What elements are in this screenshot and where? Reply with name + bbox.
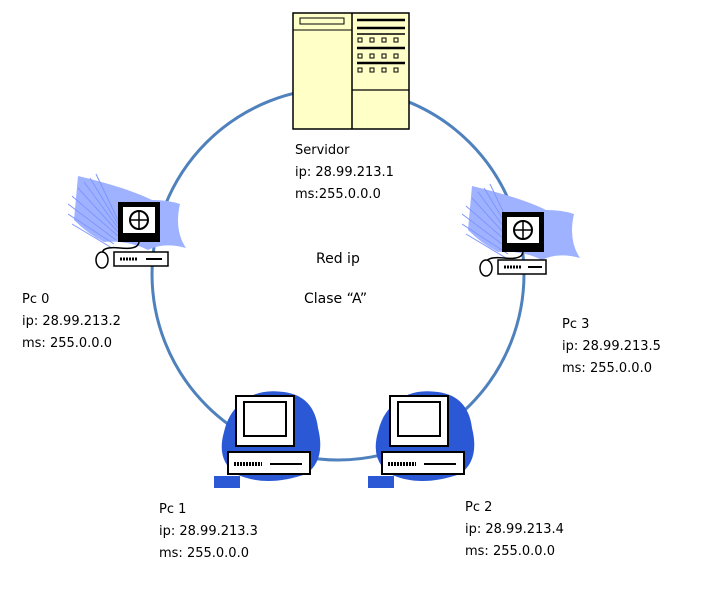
pc3-label: Pc 3 ip: 28.99.213.5 ms: 255.0.0.0 bbox=[562, 314, 661, 380]
desktop-computer-icon bbox=[214, 391, 321, 488]
network-class: Clase “A” bbox=[304, 291, 368, 307]
server-mask: ms:255.0.0.0 bbox=[295, 187, 381, 202]
pc1-ip: ip: 28.99.213.3 bbox=[159, 524, 258, 539]
server-ip: ip: 28.99.213.1 bbox=[295, 165, 394, 180]
pc0-name: Pc 0 bbox=[22, 292, 50, 307]
network-title: Red ip bbox=[316, 251, 360, 267]
pc1-mask: ms: 255.0.0.0 bbox=[159, 546, 249, 561]
pc2-mask: ms: 255.0.0.0 bbox=[465, 544, 555, 559]
pc0-ip: ip: 28.99.213.2 bbox=[22, 314, 121, 329]
pc2-ip: ip: 28.99.213.4 bbox=[465, 522, 564, 537]
workstation-network-icon bbox=[462, 183, 580, 277]
server-tower-icon bbox=[292, 12, 410, 130]
server-name: Servidor bbox=[295, 143, 350, 158]
server-label: Servidor ip: 28.99.213.1 ms:255.0.0.0 bbox=[295, 140, 394, 206]
pc3-name: Pc 3 bbox=[562, 317, 590, 332]
pc1-name: Pc 1 bbox=[159, 502, 187, 517]
desktop-computer-icon bbox=[368, 391, 475, 488]
pc3-mask: ms: 255.0.0.0 bbox=[562, 361, 652, 376]
pc2-label: Pc 2 ip: 28.99.213.4 ms: 255.0.0.0 bbox=[465, 497, 564, 563]
pc2-name: Pc 2 bbox=[465, 500, 493, 515]
pc1-label: Pc 1 ip: 28.99.213.3 ms: 255.0.0.0 bbox=[159, 499, 258, 565]
pc0-mask: ms: 255.0.0.0 bbox=[22, 336, 112, 351]
pc3-ip: ip: 28.99.213.5 bbox=[562, 339, 661, 354]
workstation-network-icon bbox=[68, 173, 186, 269]
pc0-label: Pc 0 ip: 28.99.213.2 ms: 255.0.0.0 bbox=[22, 289, 121, 355]
